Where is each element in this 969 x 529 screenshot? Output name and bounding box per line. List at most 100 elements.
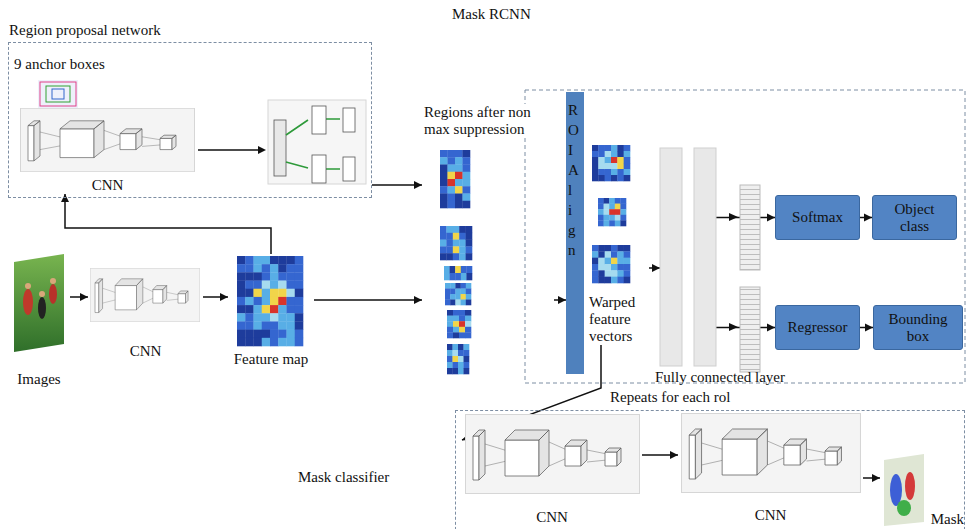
- heatmap-cell: [295, 313, 304, 321]
- heatmap-cell: [598, 258, 605, 265]
- rpn-layer: [343, 108, 355, 132]
- mask-ground: [884, 454, 924, 526]
- heatmap-cell: [459, 321, 465, 327]
- heatmap-cell: [459, 226, 466, 233]
- heatmap-cell: [463, 201, 471, 209]
- mask-blob: [905, 472, 915, 500]
- heatmap-cell: [464, 356, 470, 362]
- heatmap-cell: [237, 272, 246, 280]
- heatmap-cell: [453, 332, 459, 338]
- heatmap-cell: [262, 256, 271, 264]
- heatmap-cell: [455, 300, 461, 306]
- heatmap-cell: [445, 300, 451, 306]
- heatmap-cell: [270, 297, 279, 305]
- heatmap-cell: [278, 256, 287, 264]
- heatmap-cell: [295, 321, 304, 329]
- player: [50, 278, 56, 284]
- heatmap-cell: [445, 289, 451, 295]
- heatmap-cell: [254, 272, 263, 280]
- heatmap-cell: [440, 157, 448, 165]
- heatmap-cell: [461, 283, 467, 289]
- heatmap-cell: [440, 226, 447, 233]
- heatmap-cell: [611, 175, 618, 181]
- heatmap-cell: [440, 240, 447, 247]
- heatmap-cell: [254, 297, 263, 305]
- connector-line: [65, 194, 271, 254]
- heatmap-cell: [466, 253, 473, 260]
- rpn-head-illustration: [198, 100, 366, 184]
- node-label: Region proposal network: [9, 22, 161, 39]
- heatmap-cell: [592, 245, 599, 252]
- heatmap-cell: [598, 163, 605, 169]
- connector: [203, 293, 228, 301]
- heatmap-cell: [254, 256, 263, 264]
- heatmap-cell: [287, 297, 296, 305]
- heatmap-cell: [598, 220, 604, 226]
- heatmap-cell: [254, 264, 263, 272]
- heatmap-cell: [448, 165, 456, 173]
- heatmap-cell: [611, 169, 618, 175]
- anchor-box: [46, 86, 70, 102]
- connector: [372, 181, 422, 189]
- heatmap-cell: [447, 350, 453, 356]
- node-label: Bounding box: [882, 311, 954, 345]
- heatmap-cell: [466, 233, 473, 240]
- mask-blob: [890, 474, 902, 506]
- heatmap-cell: [459, 332, 465, 338]
- connector: [70, 293, 88, 301]
- heatmap-cell: [450, 273, 456, 280]
- heatmap-cell: [295, 330, 304, 338]
- heatmap-cell: [270, 256, 279, 264]
- heatmap-cell: [605, 175, 612, 181]
- heatmap-cell: [604, 215, 610, 221]
- connector: [642, 451, 678, 459]
- heatmap-cell: [455, 294, 461, 300]
- heatmap-cell: [237, 305, 246, 313]
- heatmap-cell: [459, 246, 466, 253]
- heatmap-cell: [624, 277, 631, 284]
- mask-output: Mask: [880, 452, 964, 528]
- anchor-group: 9 anchor boxes: [12, 56, 122, 108]
- arrow-head: [258, 146, 266, 154]
- rpn-layer: [274, 120, 286, 176]
- input-image: Images: [8, 252, 70, 388]
- heatmap-cell: [453, 253, 460, 260]
- rpn-layer: [312, 155, 326, 183]
- heatmap-cell: [278, 289, 287, 297]
- heatmap-cell: [624, 270, 631, 277]
- heatmap-cell: [453, 316, 459, 322]
- heatmap-cell: [592, 151, 599, 157]
- arrow-line: [198, 149, 258, 151]
- heatmap-cell: [440, 246, 447, 253]
- heatmap-cell: [592, 157, 599, 163]
- heatmap-cell: [463, 172, 471, 180]
- player: [39, 291, 45, 297]
- heatmap-cell: [287, 321, 296, 329]
- player: [23, 289, 33, 315]
- heatmap-cell: [466, 294, 472, 300]
- heatmap-cell: [455, 179, 463, 187]
- connector: [649, 264, 660, 272]
- heatmap-cell: [461, 300, 467, 306]
- heatmap-cell: [604, 220, 610, 226]
- heatmap-cell: [278, 321, 287, 329]
- heatmap-cell: [465, 327, 471, 333]
- heatmap-cell: [450, 294, 456, 300]
- heatmap-cell: [278, 272, 287, 280]
- heatmap-cell: [446, 226, 453, 233]
- heatmap-cell: [458, 356, 464, 362]
- heatmap-cell: [624, 245, 631, 252]
- arrow-head: [865, 324, 873, 332]
- heatmap-cell: [466, 240, 473, 247]
- heatmap-cell: [617, 169, 624, 175]
- heatmap-cell: [605, 264, 612, 271]
- heatmap-cell: [620, 198, 626, 204]
- heatmap-cell: [605, 245, 612, 252]
- heatmap-cell: [455, 283, 461, 289]
- heatmap-cell: [237, 313, 246, 321]
- heatmap-cell: [592, 169, 599, 175]
- heatmap-cell: [295, 289, 304, 297]
- arrow-head: [414, 296, 422, 304]
- heatmap-cell: [617, 258, 624, 265]
- cnn-illustration: [21, 108, 195, 171]
